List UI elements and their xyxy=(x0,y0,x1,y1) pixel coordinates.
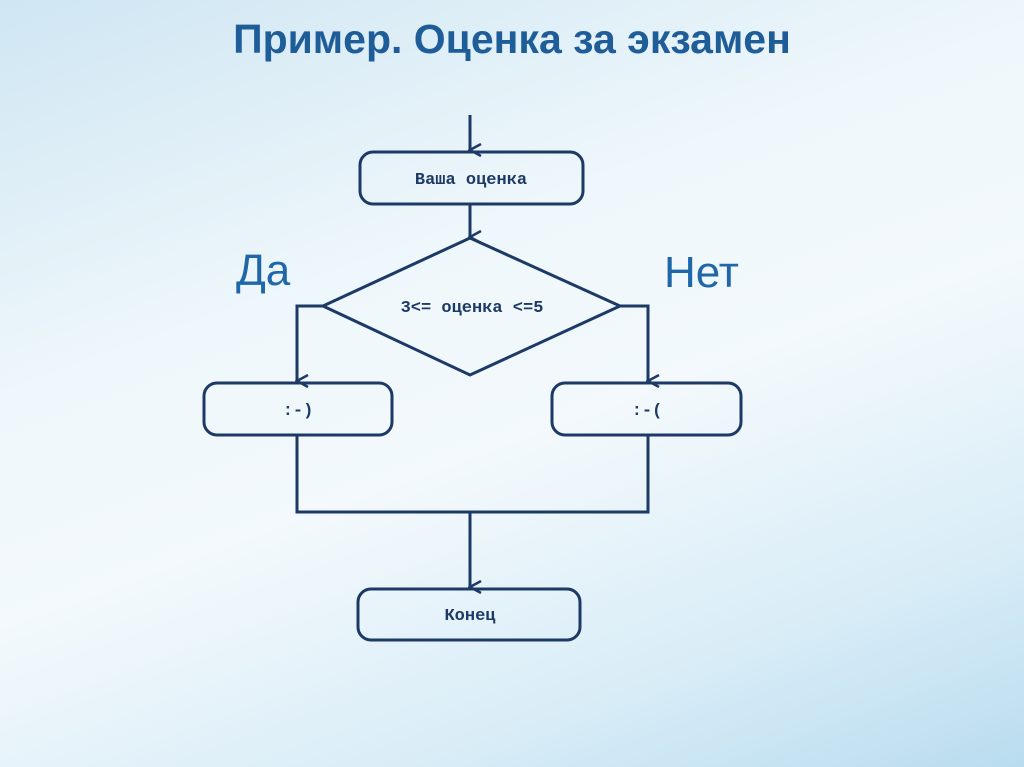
condition-text: 3<= оценка <=5 xyxy=(401,299,544,318)
no-label: Нет xyxy=(664,248,739,297)
no-branch-arrow xyxy=(620,304,648,381)
condition-diamond xyxy=(319,236,624,377)
yes-box-text: :-) xyxy=(283,402,314,421)
slide-title: Пример. Оценка за экзамен xyxy=(233,16,791,62)
merge-lines xyxy=(295,435,650,514)
no-box-text: :-( xyxy=(632,402,663,421)
yes-label: Да xyxy=(236,246,291,295)
end-box xyxy=(356,587,582,642)
end-box-text: Конец xyxy=(444,607,496,626)
input-box-text: Ваша оценка xyxy=(415,171,527,190)
yes-branch-arrow xyxy=(297,304,323,381)
